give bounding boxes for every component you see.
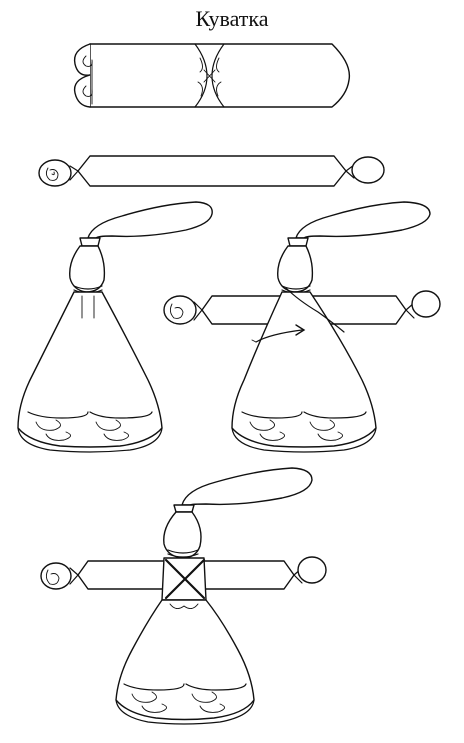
step-3-doll-body xyxy=(17,201,213,453)
step-2-arms-roll xyxy=(38,155,385,187)
page-title: Куватка xyxy=(195,6,269,31)
step-4-attach-arms xyxy=(163,201,441,453)
step-1-rolled-fabric xyxy=(73,43,351,108)
step-5-finished-doll xyxy=(40,467,327,725)
